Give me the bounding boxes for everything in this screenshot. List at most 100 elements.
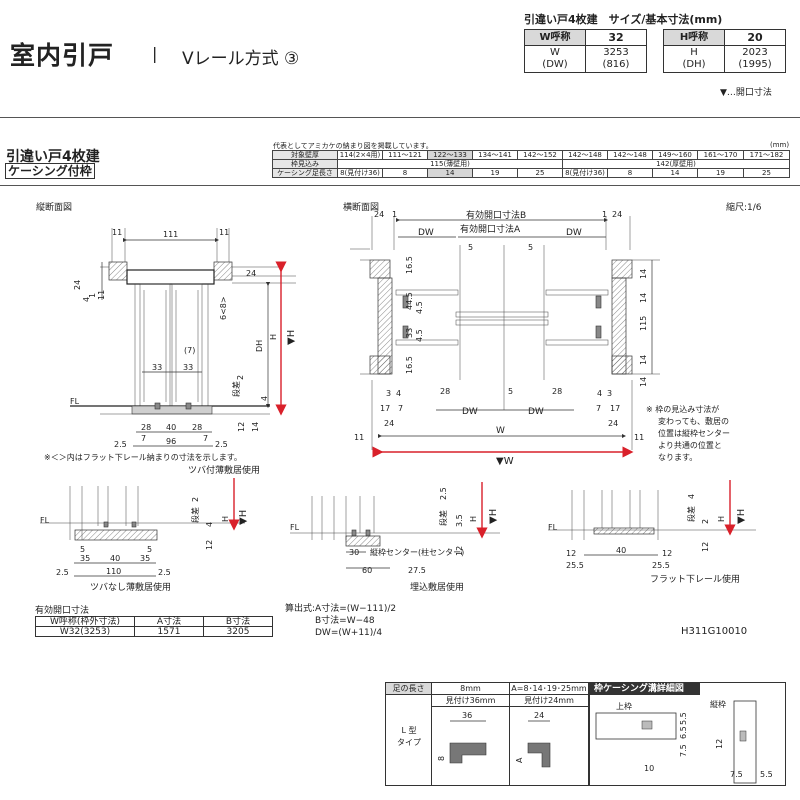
dim-44-5-t: 44.5	[405, 292, 414, 310]
frame-note-4: より共通の位置と	[658, 440, 722, 450]
spec-w-dim-label-1: W	[550, 47, 560, 58]
door-h2	[395, 339, 459, 346]
dim-7-paren: (7)	[184, 346, 195, 355]
dim-33-right: 33	[183, 363, 193, 372]
label-upper: 上枠	[616, 701, 632, 711]
dim-2-5-l: 2.5	[114, 440, 127, 449]
dim-5-tl: 5	[468, 243, 473, 252]
sill-d3	[593, 527, 655, 535]
leg-profiles: 36 8 24 A	[437, 711, 551, 768]
leg-va: A	[515, 757, 524, 763]
dim-24-bl: 24	[384, 419, 394, 428]
rail-1	[154, 402, 161, 410]
wall-table: 対象壁厚 枠見込み ケーシング足長さ 114(2×4用) 111〜121 122…	[272, 150, 790, 179]
dim-11-left: 11	[112, 228, 122, 237]
wall-right-top	[611, 259, 633, 279]
dim-27-5: 27.5	[408, 566, 426, 575]
casing-note: 代表としてアミカケの納まり図を掲載しています。	[273, 142, 433, 150]
leg-sub1: 見付け36mm	[432, 695, 510, 707]
formula-line-2: B寸法=W−48	[315, 616, 375, 626]
door-panel-2	[171, 283, 203, 407]
dim-17-r: 17	[610, 404, 620, 413]
leg-type-cell: L 型 タイプ	[386, 695, 432, 785]
section-title: 引違い戸4枚建	[6, 149, 100, 165]
label-h-d3: H	[717, 516, 726, 522]
dim-4-top: 4	[82, 297, 91, 302]
dim-115: 115	[639, 316, 648, 331]
handle-1	[402, 295, 409, 309]
dim-2-5-d1l: 2.5	[56, 568, 69, 577]
spec-h-dim-label-2: (DH)	[682, 59, 706, 70]
handle-2	[402, 325, 409, 339]
label-fl-d3: FL	[548, 523, 558, 532]
dim-2-step: 2	[236, 375, 245, 380]
label-h-d1: H	[221, 516, 230, 522]
dim-12-d3: 12	[701, 542, 710, 552]
dim-7-l: 7	[141, 434, 146, 443]
detail-tsuba-thin: ツバ付薄敷居使用 FL 段差 2 4 H ▼H 12 5 5 35 40 35 …	[40, 464, 260, 593]
leg-sub2: 見付け24mm	[510, 695, 588, 707]
dim-11-bl: 11	[354, 433, 364, 442]
upper-frame	[595, 712, 677, 740]
vertical-frame	[733, 700, 757, 784]
dim-7-5-up: 7.5	[679, 744, 688, 757]
spec-h-dim-value-1: 2023	[742, 47, 768, 58]
dim-14-h3: 14	[639, 355, 648, 365]
rail-2	[185, 402, 192, 410]
label-flat-rail: フラット下レール使用	[650, 573, 740, 585]
vertical-section-drawing: 11 11 111 24 4 1 11 6<8> 24 (7) 33 33 DH	[70, 228, 297, 449]
dim-3-br: 3	[607, 389, 612, 398]
leg-v36: 36	[462, 711, 472, 720]
head-frame-right	[213, 261, 233, 281]
dim-16-5-t: 16.5	[405, 256, 414, 274]
door-panel-1	[139, 283, 171, 407]
dim-40-d1: 40	[110, 554, 120, 563]
label-vertical: 縦枠	[710, 699, 726, 709]
dim-14-h4: 14	[639, 377, 648, 387]
dim-14-v: 14	[251, 422, 260, 432]
dim-24-hr: 24	[612, 210, 622, 219]
effective-title: 有効開口寸法	[35, 606, 90, 616]
dim-40-d3: 40	[616, 546, 626, 555]
dim-110: 110	[106, 567, 121, 576]
dim-14-h1: 14	[639, 269, 648, 279]
dim-60: 60	[362, 566, 372, 575]
page-title: 室内引戸	[10, 41, 115, 70]
dim-12-d1: 12	[205, 540, 214, 550]
dim-12-v: 12	[237, 422, 246, 432]
dim-4-step: 4	[260, 396, 269, 401]
sill-d2	[345, 535, 381, 547]
dim-28-l: 28	[141, 423, 151, 432]
door-h1	[395, 289, 459, 296]
dim-2-d1: 2	[191, 497, 200, 502]
spec-w-dim-value-1: 3253	[603, 47, 629, 58]
detail-title: 枠ケーシング溝詳細図	[590, 683, 700, 695]
dim-25-5-r: 25.5	[652, 561, 670, 570]
leg-profile-8	[449, 742, 487, 764]
label-dw-tl: DW	[418, 228, 434, 238]
dim-24-hl: 24	[374, 210, 384, 219]
dim-4-d3: 4	[687, 494, 696, 499]
dim-1-top: 1	[88, 293, 97, 298]
label-effective-a: 有効開口寸法A	[460, 223, 521, 235]
label-step-d3: 段差	[686, 506, 696, 522]
door-h6	[545, 339, 609, 346]
dim-28-r: 28	[192, 423, 202, 432]
head-frame-left	[108, 261, 128, 281]
dim-25-5-l: 25.5	[566, 561, 584, 570]
dim-12-vf: 12	[715, 739, 724, 749]
dim-33-t: 33	[405, 328, 414, 338]
dim-2-5-r: 2.5	[215, 440, 228, 449]
table-unit: (mm)	[770, 141, 790, 149]
eff-c1: W32(3253)	[35, 626, 135, 637]
dim-35-d1r: 35	[140, 554, 150, 563]
dim-24-right: 24	[246, 269, 256, 278]
door-h4	[455, 319, 549, 326]
door-h5	[545, 289, 609, 296]
label-fl-left: FL	[70, 397, 80, 406]
dim-17-l: 17	[380, 404, 390, 413]
label-fl-d1: FL	[40, 516, 50, 525]
dim-12-d3l: 12	[566, 549, 576, 558]
dim-3-bl: 3	[386, 389, 391, 398]
dim-28-br: 28	[552, 387, 562, 396]
